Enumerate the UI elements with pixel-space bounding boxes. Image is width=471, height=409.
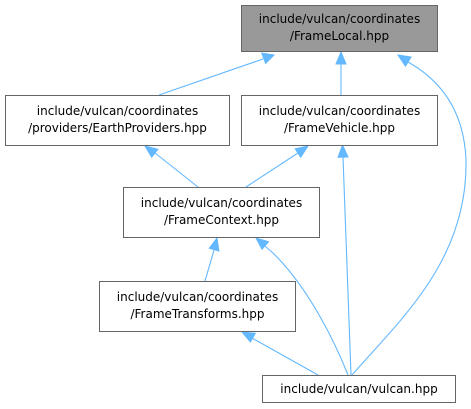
node-earth-providers[interactable]: include/vulcan/coordinates /providers/Ea… — [5, 95, 230, 146]
edge-earthproviders-to-framelocal — [158, 52, 276, 96]
edge-framecontext-to-earthproviders — [143, 145, 199, 188]
edge-framecontext-to-framevehicle — [245, 145, 310, 188]
node-frame-context[interactable]: include/vulcan/coordinates /FrameContext… — [123, 187, 320, 238]
edge-vulcan-to-frametransforms — [240, 331, 319, 376]
node-frame-vehicle[interactable]: include/vulcan/coordinates /FrameVehicle… — [241, 95, 438, 146]
node-frame-vehicle-line1: include/vulcan/coordinates — [259, 104, 420, 118]
node-frame-transforms-line2: /FrameTransforms.hpp — [130, 307, 264, 321]
node-frame-context-line1: include/vulcan/coordinates — [141, 196, 302, 210]
node-frame-local-line1: include/vulcan/coordinates — [259, 12, 420, 26]
node-frame-transforms-line1: include/vulcan/coordinates — [117, 290, 278, 304]
node-frame-vehicle-line2: /FrameVehicle.hpp — [284, 121, 395, 135]
node-vulcan-label: include/vulcan/vulcan.hpp — [280, 382, 437, 396]
node-earth-providers-line1: include/vulcan/coordinates — [37, 104, 198, 118]
edge-vulcan-to-framevehicle — [337, 143, 352, 376]
edge-frametransforms-to-framecontext — [204, 236, 220, 282]
edge-vulcan-to-framelocal — [351, 54, 467, 376]
edge-framevehicle-to-framelocal — [335, 50, 347, 95]
node-frame-context-line2: /FrameContext.hpp — [164, 213, 279, 227]
node-earth-providers-line2: /providers/EarthProviders.hpp — [28, 121, 207, 135]
edge-vulcan-to-framecontext — [254, 237, 349, 376]
node-vulcan[interactable]: include/vulcan/vulcan.hpp — [262, 375, 456, 403]
node-frame-local-line2: /FrameLocal.hpp — [290, 29, 389, 43]
node-frame-local[interactable]: include/vulcan/coordinates /FrameLocal.h… — [241, 5, 438, 52]
node-frame-transforms[interactable]: include/vulcan/coordinates /FrameTransfo… — [99, 281, 296, 332]
